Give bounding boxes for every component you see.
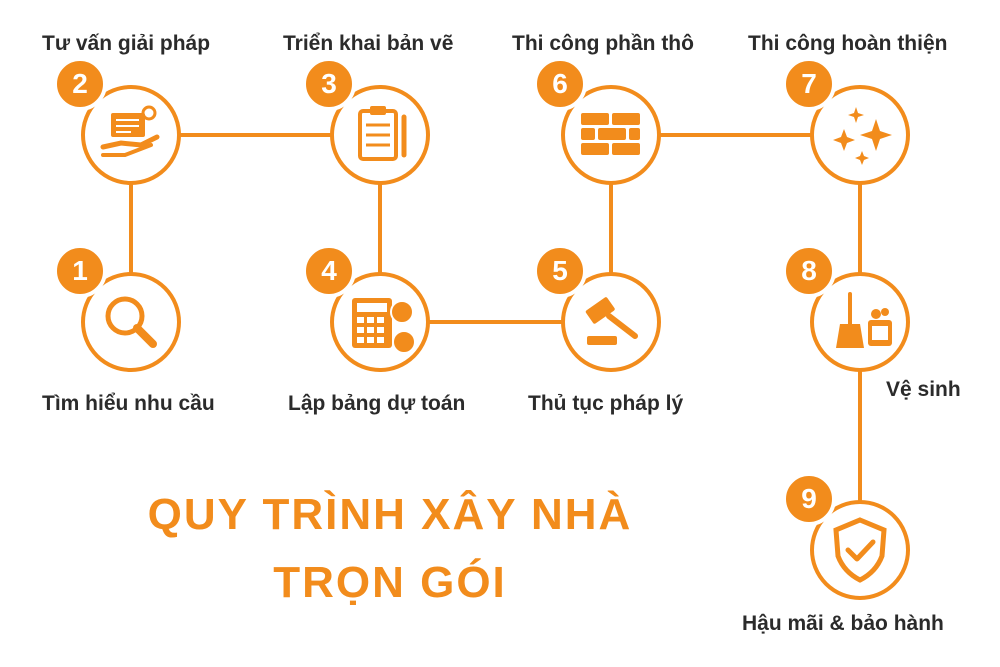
step-label-4: Lập bảng dự toán	[288, 392, 466, 415]
step-label-5: Thủ tục pháp lý	[528, 392, 684, 415]
step-label-1: Tìm hiểu nhu cầu	[42, 392, 215, 415]
sparkle-icon	[833, 107, 892, 165]
step-2: 2	[53, 57, 181, 185]
step-8: 8	[782, 244, 910, 372]
step-label-6: Thi công phần thô	[512, 32, 694, 55]
step-6: 6	[533, 57, 661, 185]
step-label-9: Hậu mãi & bảo hành	[742, 612, 944, 635]
step-number: 2	[53, 57, 107, 111]
step-5: 5	[533, 244, 661, 372]
step-number: 5	[533, 244, 587, 298]
process-title-line-2: TRỌN GÓI	[273, 558, 507, 607]
gavel-icon	[585, 297, 638, 345]
step-label-8: Vệ sinh	[886, 378, 961, 401]
shield-check-icon	[833, 517, 887, 583]
step-label-3: Triển khai bản vẽ	[283, 32, 454, 55]
step-number: 9	[782, 472, 836, 526]
step-1: 1	[53, 244, 181, 372]
step-9: 9	[782, 472, 910, 600]
step-3: 3	[302, 57, 430, 185]
step-label-7: Thi công hoàn thiện	[748, 32, 948, 55]
step-number: 4	[302, 244, 356, 298]
step-number: 3	[302, 57, 356, 111]
step-number: 8	[782, 244, 836, 298]
step-label-2: Tư vấn giải pháp	[42, 32, 211, 55]
broom-bucket-icon	[836, 292, 892, 348]
calculator-coins-icon	[352, 298, 416, 354]
step-number: 7	[782, 57, 836, 111]
step-number: 6	[533, 57, 587, 111]
consulting-hand-icon	[100, 105, 160, 157]
step-4: 4	[302, 244, 430, 372]
brick-wall-icon	[581, 113, 640, 155]
process-title-line-1: QUY TRÌNH XÂY NHÀ	[147, 490, 633, 539]
magnifier-icon	[105, 296, 157, 348]
clipboard-plan-icon	[358, 106, 407, 161]
step-number: 1	[53, 244, 107, 298]
step-7: 7	[782, 57, 910, 185]
step-circle	[81, 272, 181, 372]
